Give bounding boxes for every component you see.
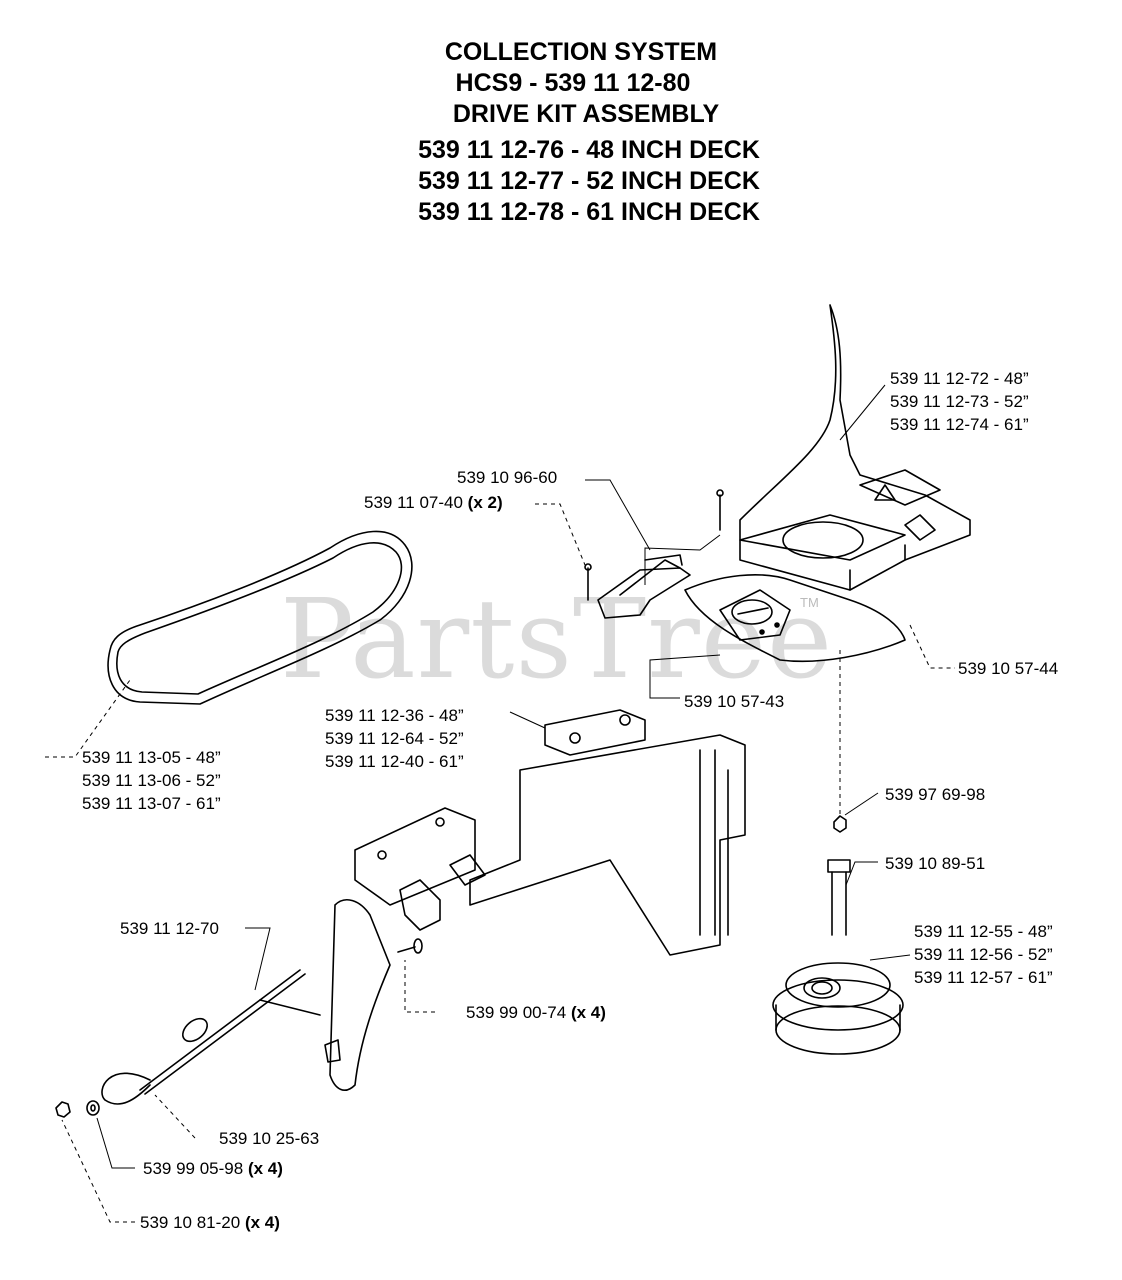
label-bracket-52: 539 11 12-64 - 52” bbox=[325, 729, 464, 748]
label-screw-qty: (x 4) bbox=[570, 1003, 606, 1022]
label-shield-right: 539 10 57-44 bbox=[958, 659, 1059, 678]
label-nut-top: 539 97 69-98 bbox=[885, 785, 986, 804]
title-61-deck: 539 11 12-78 - 61 INCH DECK bbox=[418, 198, 760, 226]
drive-belt bbox=[107, 530, 413, 705]
washer-and-nut bbox=[55, 1100, 100, 1118]
title-48-deck: 539 11 12-76 - 48 INCH DECK bbox=[418, 136, 760, 164]
label-belt-48: 539 11 13-05 - 48” bbox=[82, 748, 221, 767]
mounting-screw bbox=[397, 938, 423, 954]
title-hcs9: HCS9 - 539 11 12-80 bbox=[455, 69, 691, 97]
label-pulley-48: 539 11 12-55 - 48” bbox=[914, 922, 1053, 941]
label-nut: 539 10 81-20 (x 4) bbox=[140, 1211, 280, 1235]
mounting-bracket bbox=[354, 709, 746, 956]
label-cover-61: 539 11 12-74 - 61” bbox=[890, 415, 1029, 434]
inner-shield bbox=[684, 574, 906, 663]
label-pulley-52: 539 11 12-56 - 52” bbox=[914, 945, 1053, 964]
label-clip: 539 10 25-63 bbox=[219, 1129, 320, 1148]
label-nut-qty: (x 4) bbox=[244, 1213, 280, 1232]
label-washer-qty: (x 4) bbox=[247, 1159, 283, 1178]
label-belt-52: 539 11 13-06 - 52” bbox=[82, 771, 221, 790]
latch-assembly bbox=[584, 489, 724, 619]
label-latch: 539 10 96-60 bbox=[457, 468, 558, 487]
label-rod: 539 11 12-70 bbox=[120, 919, 219, 938]
discharge-cover bbox=[739, 304, 971, 591]
label-screw-part: 539 99 00-74 bbox=[466, 1003, 567, 1022]
title-52-deck: 539 11 12-77 - 52 INCH DECK bbox=[418, 167, 760, 195]
label-bracket-61: 539 11 12-40 - 61” bbox=[325, 752, 464, 771]
label-bolt: 539 10 89-51 bbox=[885, 854, 986, 873]
label-nut-part: 539 10 81-20 bbox=[140, 1213, 241, 1232]
label-screw: 539 99 00-74 (x 4) bbox=[466, 1001, 606, 1025]
label-pin: 539 11 07-40 (x 2) bbox=[364, 491, 503, 515]
title-collection-system: COLLECTION SYSTEM bbox=[444, 38, 718, 66]
label-cover-52: 539 11 12-73 - 52” bbox=[890, 392, 1029, 411]
title-drive-kit: DRIVE KIT ASSEMBLY bbox=[452, 100, 720, 128]
lift-arm-plate bbox=[324, 899, 391, 1091]
label-pulley-61: 539 11 12-57 - 61” bbox=[914, 968, 1053, 987]
bolt-and-pulley bbox=[772, 815, 904, 1055]
leader-lines bbox=[45, 384, 955, 1223]
label-cover-48: 539 11 12-72 - 48” bbox=[890, 369, 1029, 388]
label-pin-part: 539 11 07-40 bbox=[364, 493, 463, 512]
label-washer-part: 539 99 05-98 bbox=[143, 1159, 244, 1178]
label-washer: 539 99 05-98 (x 4) bbox=[143, 1157, 283, 1181]
label-pin-qty: (x 2) bbox=[467, 493, 503, 512]
label-bracket-48: 539 11 12-36 - 48” bbox=[325, 706, 464, 725]
label-belt-61: 539 11 13-07 - 61” bbox=[82, 794, 221, 813]
label-shield-inner: 539 10 57-43 bbox=[684, 692, 785, 711]
trademark-mark: TM bbox=[800, 595, 819, 610]
rod-and-cable bbox=[101, 969, 321, 1105]
